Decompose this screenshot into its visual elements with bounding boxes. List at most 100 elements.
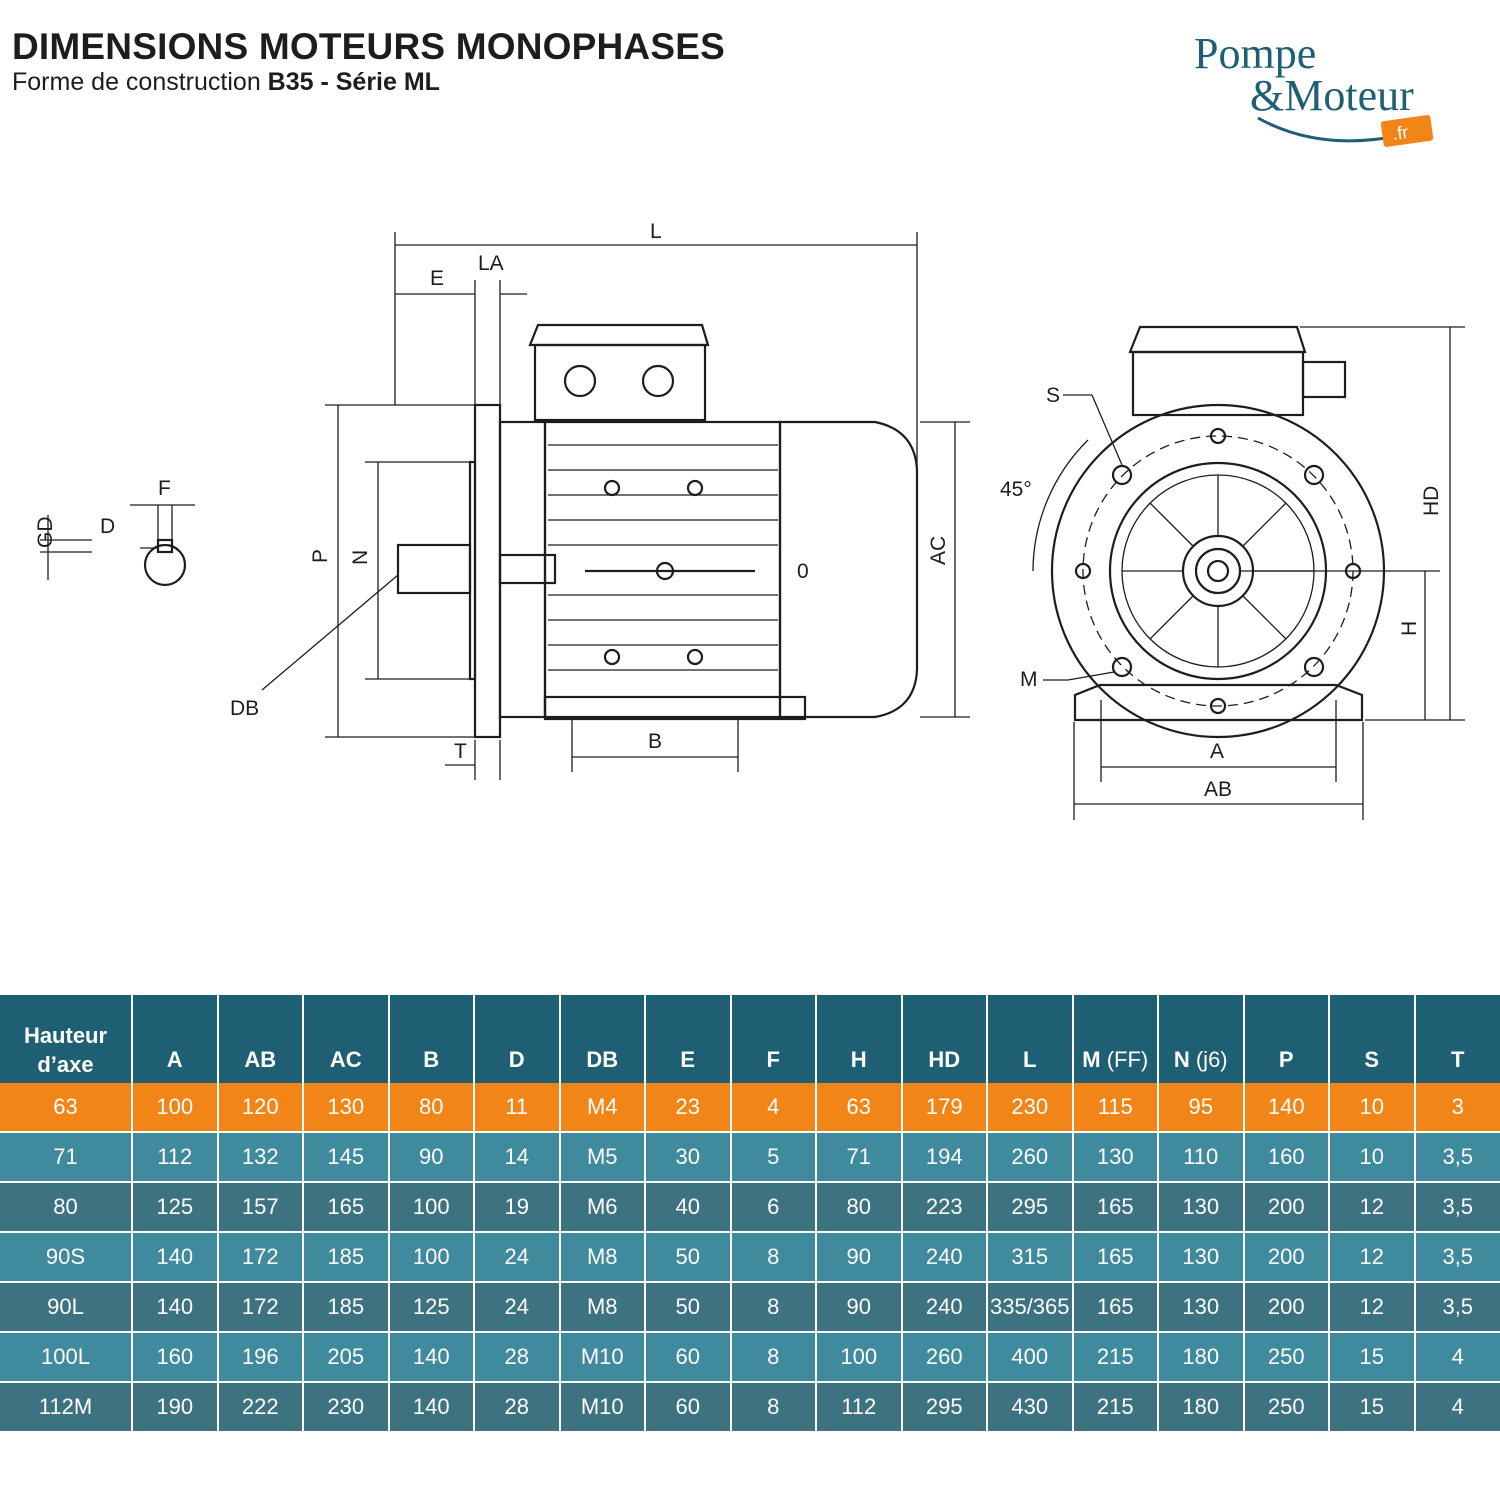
table-cell: 194	[901, 1132, 988, 1183]
table-cell: 80	[816, 1182, 903, 1233]
page-title: DIMENSIONS MOTEURS MONOPHASES	[12, 26, 725, 67]
table-cell: 165	[303, 1182, 390, 1233]
table-cell: 5	[730, 1132, 817, 1183]
table-cell: 222	[217, 1382, 304, 1433]
table-cell: 315	[987, 1232, 1074, 1283]
dim-label-ab: AB	[1204, 778, 1232, 801]
logo-line1: Pompe	[1194, 29, 1316, 78]
table-cell: 179	[901, 1083, 988, 1133]
logo-tld: .fr	[1391, 122, 1410, 144]
table-cell: 100	[388, 1182, 475, 1233]
dim-label-la: LA	[478, 252, 504, 275]
table-cell-axis-height: 63	[0, 1083, 133, 1133]
table-cell: 130	[1158, 1282, 1245, 1333]
table-cell: 132	[217, 1132, 304, 1183]
table-cell: 8	[730, 1232, 817, 1283]
table-cell: 125	[388, 1282, 475, 1333]
table-cell: 12	[1329, 1282, 1416, 1333]
col-header: H	[816, 995, 903, 1083]
table-cell: 172	[217, 1282, 304, 1333]
table-cell: 165	[1072, 1282, 1159, 1333]
table-cell: 24	[474, 1232, 561, 1283]
col-header: P	[1243, 995, 1330, 1083]
table-cell: 180	[1158, 1332, 1245, 1383]
table-cell: 19	[474, 1182, 561, 1233]
table-cell: 140	[132, 1282, 219, 1333]
table-cell: 260	[987, 1132, 1074, 1183]
table-cell: 63	[816, 1083, 903, 1133]
col-header: T	[1414, 995, 1500, 1083]
table-cell: 10	[1329, 1132, 1416, 1183]
table-cell: 140	[1243, 1083, 1330, 1133]
table-cell: 180	[1158, 1382, 1245, 1433]
table-cell: 140	[388, 1382, 475, 1433]
table-cell: 10	[1329, 1083, 1416, 1133]
table-cell: 196	[217, 1332, 304, 1383]
table-cell: 50	[645, 1232, 732, 1283]
table-cell: 115	[1072, 1083, 1159, 1133]
table-cell: 165	[1072, 1182, 1159, 1233]
table-cell: 3,5	[1414, 1132, 1500, 1183]
table-cell: 8	[730, 1382, 817, 1433]
table-cell: 40	[645, 1182, 732, 1233]
col-header: F	[730, 995, 817, 1083]
table-cell: 28	[474, 1332, 561, 1383]
table-cell: M5	[559, 1132, 646, 1183]
dim-label-f: F	[158, 477, 171, 500]
table-cell: 11	[474, 1083, 561, 1133]
table-cell-axis-height: 90L	[0, 1282, 133, 1333]
table-cell: 4	[1414, 1382, 1500, 1433]
col-header: E	[645, 995, 732, 1083]
table-cell: 172	[217, 1232, 304, 1283]
table-cell: 60	[645, 1332, 732, 1383]
table-cell: 200	[1243, 1232, 1330, 1283]
table-cell: 12	[1329, 1182, 1416, 1233]
subtitle-prefix: Forme de construction	[12, 68, 268, 96]
table-cell: 71	[816, 1132, 903, 1183]
table-cell: 215	[1072, 1332, 1159, 1383]
table-cell: 157	[217, 1182, 304, 1233]
table-cell: 223	[901, 1182, 988, 1233]
table-cell: 240	[901, 1282, 988, 1333]
table-cell: M4	[559, 1083, 646, 1133]
table-cell: 90	[816, 1232, 903, 1283]
table-cell: 215	[1072, 1382, 1159, 1433]
table-cell: 205	[303, 1332, 390, 1383]
dim-label-o: 0	[797, 560, 809, 583]
table-cell: M10	[559, 1332, 646, 1383]
table-cell: 3,5	[1414, 1232, 1500, 1283]
table-cell: 100	[816, 1332, 903, 1383]
table-cell: 112	[132, 1132, 219, 1183]
table-cell: 190	[132, 1382, 219, 1433]
motor-side-view: L E LA	[230, 220, 970, 780]
table-cell: 125	[132, 1182, 219, 1233]
table-cell-axis-height: 112M	[0, 1382, 133, 1433]
dim-label-ac: AC	[927, 536, 950, 565]
corner-line1: Hauteur	[23, 1023, 108, 1048]
table-cell: 165	[1072, 1232, 1159, 1283]
table-cell-axis-height: 100L	[0, 1332, 133, 1383]
table-cell: 145	[303, 1132, 390, 1183]
table-cell: 260	[901, 1332, 988, 1383]
table-cell: 28	[474, 1382, 561, 1433]
table-cell: 95	[1158, 1083, 1245, 1133]
table-cell: 8	[730, 1282, 817, 1333]
table-cell: 30	[645, 1132, 732, 1183]
col-header: DB	[559, 995, 646, 1083]
page-subtitle: Forme de construction B35 - Série ML	[12, 70, 440, 95]
col-header: AB	[217, 995, 304, 1083]
table-cell: 130	[303, 1083, 390, 1133]
table-cell: 23	[645, 1083, 732, 1133]
brand-logo: Pompe &Moteur .fr	[1194, 29, 1434, 147]
table-cell: 250	[1243, 1382, 1330, 1433]
table-cell: 200	[1243, 1282, 1330, 1333]
table-cell-axis-height: 80	[0, 1182, 133, 1233]
table-cell: 120	[217, 1083, 304, 1133]
col-header-unit: (j6)	[1195, 1047, 1228, 1072]
